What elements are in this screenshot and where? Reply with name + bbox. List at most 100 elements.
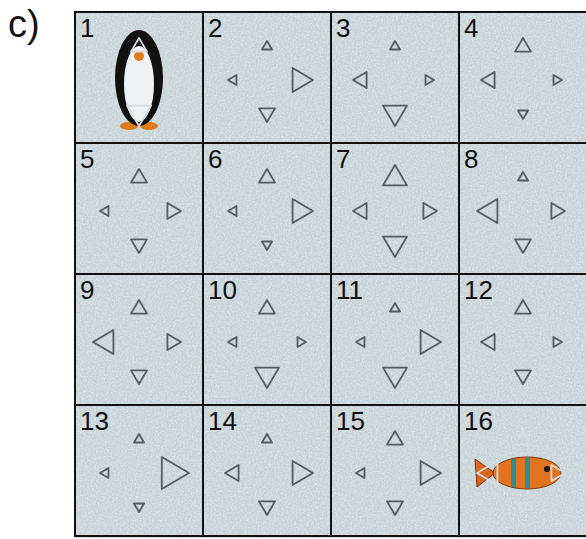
direction-triangle xyxy=(259,300,275,314)
grid-cell: 14 xyxy=(202,404,332,537)
cell-number: 11 xyxy=(336,276,363,304)
cell-number: 5 xyxy=(80,145,94,173)
direction-triangle xyxy=(259,169,275,183)
direction-triangle xyxy=(515,38,531,52)
fish-figure xyxy=(475,457,561,489)
direction-triangle xyxy=(134,434,144,443)
direction-triangle xyxy=(228,206,237,216)
cell-number: 15 xyxy=(336,407,365,435)
direction-triangle xyxy=(477,461,497,485)
direction-triangle xyxy=(515,431,531,445)
direction-triangle xyxy=(383,237,407,257)
penguin-body xyxy=(115,30,163,126)
grid-cell: 9 xyxy=(74,273,204,406)
direction-triangle xyxy=(554,75,563,85)
grid-cell: 11 xyxy=(330,273,460,406)
cell-number: 13 xyxy=(80,407,109,435)
direction-triangle xyxy=(383,165,407,185)
direction-triangle xyxy=(387,431,403,445)
grid-cell: 16 xyxy=(458,404,586,537)
penguin-belly xyxy=(124,46,154,122)
grid-cell: 15 xyxy=(330,404,460,537)
direction-triangle xyxy=(298,337,307,347)
cell-number: 12 xyxy=(464,276,493,304)
grid-cell: 2 xyxy=(202,11,332,144)
direction-triangle xyxy=(162,457,189,489)
grid-cell: 6 xyxy=(202,142,332,275)
direction-triangle xyxy=(167,72,181,88)
cell-number: 7 xyxy=(336,145,350,173)
direction-triangle xyxy=(131,370,147,384)
direction-triangle xyxy=(127,106,151,126)
direction-triangle xyxy=(131,38,147,52)
direction-triangle xyxy=(228,337,237,347)
ice-texture xyxy=(75,12,586,538)
cell-number: 2 xyxy=(208,14,222,42)
direction-triangle xyxy=(421,330,441,354)
direction-triangle xyxy=(293,461,313,485)
direction-triangle xyxy=(356,337,365,347)
direction-triangle xyxy=(426,75,435,85)
direction-triangle xyxy=(100,206,109,216)
direction-triangle xyxy=(262,41,272,50)
direction-triangle xyxy=(134,504,144,513)
direction-triangle xyxy=(225,465,239,481)
direction-triangle xyxy=(518,504,528,513)
direction-triangle xyxy=(131,300,147,314)
cell-number: 8 xyxy=(464,145,478,173)
direction-triangle xyxy=(481,334,495,350)
direction-triangle xyxy=(477,199,497,223)
grid-cell: 1 xyxy=(74,11,204,144)
direction-triangle xyxy=(93,68,113,92)
cell-number: 3 xyxy=(336,14,350,42)
cell-number: 14 xyxy=(208,407,237,435)
panel-label: c) xyxy=(8,4,40,44)
direction-triangle xyxy=(262,434,272,443)
direction-triangle xyxy=(353,203,367,219)
fish-stripe xyxy=(525,458,530,488)
direction-triangle xyxy=(551,203,565,219)
direction-triangle xyxy=(100,468,109,478)
ice-ground xyxy=(75,12,586,538)
cell-number: 4 xyxy=(464,14,478,42)
direction-triangle xyxy=(131,239,147,253)
cell-number: 9 xyxy=(80,276,94,304)
cell-number: 1 xyxy=(80,14,94,42)
direction-triangle xyxy=(515,370,531,384)
direction-triangle xyxy=(421,461,441,485)
direction-triangle xyxy=(262,242,272,251)
direction-triangle xyxy=(554,337,563,347)
penguin-beak xyxy=(134,51,144,61)
cell-number: 10 xyxy=(208,276,237,304)
direction-triangle xyxy=(383,106,407,126)
grid-cell: 12 xyxy=(458,273,586,406)
direction-triangle xyxy=(167,203,181,219)
direction-triangle xyxy=(167,334,181,350)
direction-triangle xyxy=(131,169,147,183)
grid-cell: 13 xyxy=(74,404,204,537)
direction-triangle xyxy=(259,108,275,122)
direction-triangle xyxy=(518,111,528,120)
grid-cell: 5 xyxy=(74,142,204,275)
direction-triangle xyxy=(387,501,403,515)
direction-triangle xyxy=(481,72,495,88)
direction-triangle xyxy=(515,239,531,253)
grid-cell: 8 xyxy=(458,142,586,275)
direction-triangle xyxy=(259,501,275,515)
direction-triangle xyxy=(93,330,113,354)
grid-cell: 3 xyxy=(330,11,460,144)
cell-number: 6 xyxy=(208,145,222,173)
fish-eye xyxy=(544,466,550,472)
direction-triangle xyxy=(255,368,279,388)
grid-cell: 10 xyxy=(202,273,332,406)
cell-number: 16 xyxy=(464,407,493,435)
direction-triangle xyxy=(551,465,565,481)
grid-cell: 4 xyxy=(458,11,586,144)
direction-triangle xyxy=(228,75,237,85)
penguin-figure xyxy=(115,30,163,130)
direction-triangle xyxy=(423,203,437,219)
direction-triangle xyxy=(518,172,528,181)
direction-triangle xyxy=(293,199,313,223)
direction-triangle xyxy=(353,72,367,88)
